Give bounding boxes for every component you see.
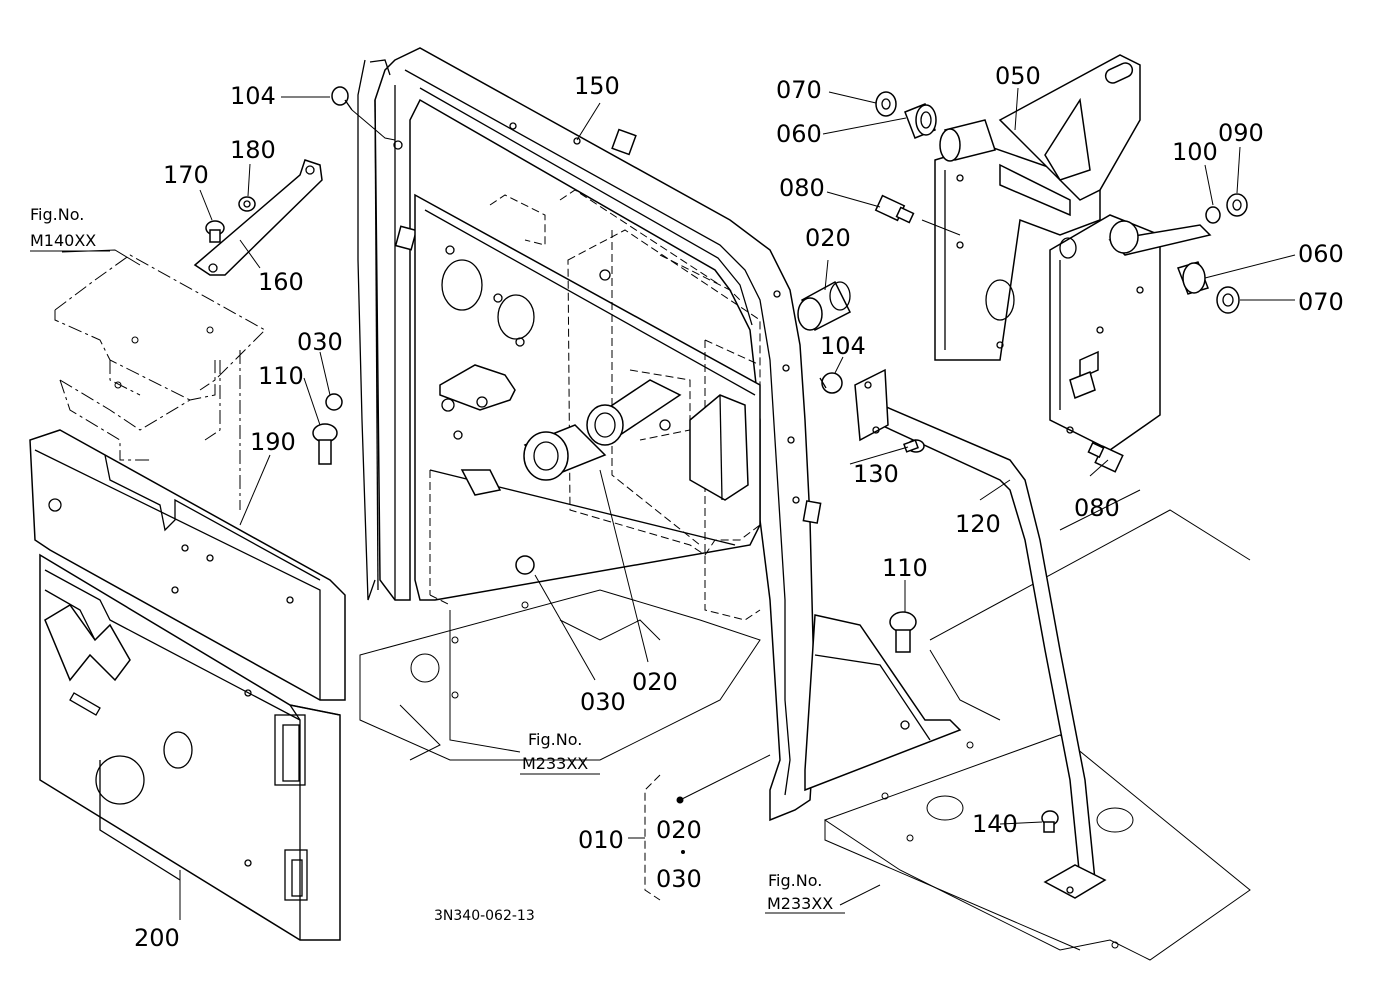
- figref-m140-label: Fig.No.: [30, 205, 84, 224]
- callout-020-right: 020: [805, 224, 851, 252]
- figref-m233a-label: Fig.No.: [528, 730, 582, 749]
- callout-020-center: 020: [632, 668, 678, 696]
- callout-100: 100: [1172, 138, 1218, 166]
- bolt-140: [1041, 810, 1059, 833]
- nut-090: [1226, 193, 1248, 217]
- callout-110-right: 110: [882, 554, 928, 582]
- frame-150: [357, 47, 822, 822]
- callout-180: 180: [230, 136, 276, 164]
- step-bracket: [804, 614, 962, 792]
- callout-170: 170: [163, 161, 209, 189]
- bracket-050: [934, 54, 1212, 451]
- spacer-020-center: [523, 369, 691, 481]
- bolt-170: [205, 220, 225, 243]
- bolt-110-right: [889, 611, 917, 653]
- clip-104-right: [819, 372, 843, 394]
- drawing-number: 3N340-062-13: [434, 908, 535, 924]
- callout-130: 130: [853, 460, 899, 488]
- figref-m140-code: M140XX: [30, 231, 96, 250]
- range-dot: [681, 850, 685, 854]
- bushing-060-top: [904, 103, 937, 139]
- callout-070-top: 070: [776, 76, 822, 104]
- callout-030-bottom: 030: [580, 688, 626, 716]
- callout-090: 090: [1218, 119, 1264, 147]
- callout-080-top: 080: [779, 174, 825, 202]
- washer-100: [1205, 206, 1221, 224]
- callout-150: 150: [574, 72, 620, 100]
- callout-080-bottom: 080: [1074, 494, 1120, 522]
- bolt-080-bottom: [1087, 441, 1124, 473]
- figref-m233a-code: M233XX: [522, 754, 588, 773]
- bolt-130: [903, 439, 925, 453]
- cover-panel-200: [39, 553, 341, 941]
- leader-lines: [61, 87, 1296, 920]
- bolt-080-top: [874, 194, 915, 224]
- floor-plate-right: [823, 489, 1251, 961]
- callout-030-group: 030: [656, 865, 702, 893]
- hidden-box-outline: [429, 189, 761, 621]
- callout-060-right: 060: [1298, 240, 1344, 268]
- callout-060-top: 060: [776, 120, 822, 148]
- handrail-120: [854, 368, 1107, 899]
- callout-110-left: 110: [258, 362, 304, 390]
- stay-160: [193, 159, 323, 276]
- callout-070-right: 070: [1298, 288, 1344, 316]
- tank-bracket: [659, 394, 749, 501]
- washer-070-top: [875, 91, 897, 117]
- callout-200: 200: [134, 924, 180, 952]
- callout-190: 190: [250, 428, 296, 456]
- floor-plate-center: [359, 589, 761, 761]
- bushing-060-right: [1177, 261, 1209, 295]
- callout-030-left: 030: [297, 328, 343, 356]
- figref-m233b-label: Fig.No.: [768, 871, 822, 890]
- cushion-030-bottom: [515, 555, 535, 575]
- nut-180: [238, 196, 256, 212]
- spacer-020-right: [797, 280, 852, 332]
- assembly-marker-dot: [676, 796, 684, 804]
- callout-050: 050: [995, 62, 1041, 90]
- bolt-110-left: [312, 423, 338, 465]
- callout-140: 140: [972, 810, 1018, 838]
- callout-160: 160: [258, 268, 304, 296]
- callout-020-group: 020: [656, 816, 702, 844]
- clip-104-top: [331, 86, 353, 111]
- callout-104-top: 104: [230, 82, 276, 110]
- plate-190: [29, 429, 346, 701]
- cushion-030-left: [325, 393, 343, 411]
- bracket-m140-outline: [54, 254, 266, 510]
- callout-120: 120: [955, 510, 1001, 538]
- callout-104-right: 104: [820, 332, 866, 360]
- callout-010: 010: [578, 826, 624, 854]
- figref-m233b-code: M233XX: [767, 894, 833, 913]
- washer-070-right: [1216, 286, 1240, 314]
